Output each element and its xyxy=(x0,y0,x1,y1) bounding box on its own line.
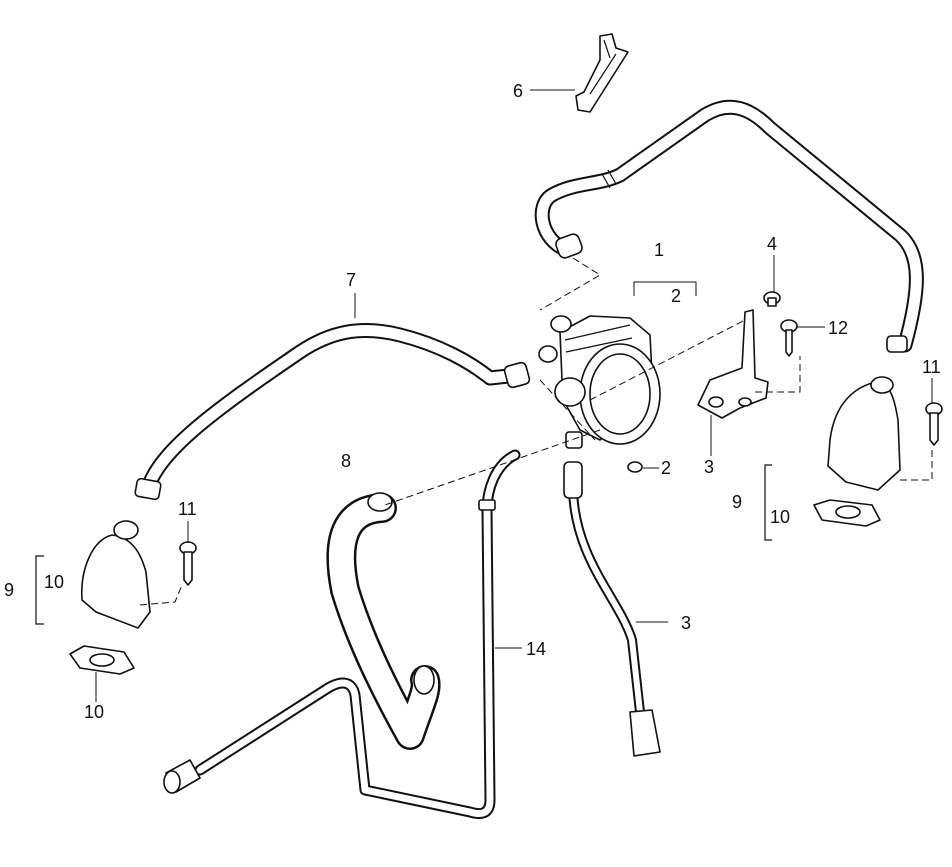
callout-1: 1 xyxy=(654,240,664,260)
callout-6: 6 xyxy=(513,81,523,101)
hose-3-lower xyxy=(563,461,661,757)
callout-14: 14 xyxy=(526,639,546,659)
callout-10-left-upper: 10 xyxy=(44,572,64,592)
bolt-11-left xyxy=(179,541,197,586)
elbow-fitting-left xyxy=(69,520,151,675)
hose-top-right xyxy=(534,99,924,353)
callout-10-right: 10 xyxy=(770,507,790,527)
callout-12: 12 xyxy=(828,318,848,338)
elbow-fitting-right xyxy=(813,376,901,527)
bolt-11-right xyxy=(925,402,943,446)
callout-7: 7 xyxy=(346,270,356,290)
callout-2-low: 2 xyxy=(661,458,671,478)
hose-7 xyxy=(134,323,531,501)
bolt-12 xyxy=(780,319,798,357)
group-bracket-9-right xyxy=(764,464,772,541)
hose-8 xyxy=(326,492,441,750)
valve-assembly xyxy=(538,315,661,449)
callout-10-left-lower: 10 xyxy=(84,702,104,722)
bracket-3 xyxy=(697,309,769,419)
part-6-clip xyxy=(575,33,629,113)
callout-3-bracket: 3 xyxy=(704,457,714,477)
callout-9-right: 9 xyxy=(732,492,742,512)
group-bracket-9-left xyxy=(35,555,44,625)
leader-lines xyxy=(95,89,933,702)
callout-3-hose: 3 xyxy=(681,613,691,633)
hose-14 xyxy=(163,449,521,819)
callout-11-right: 11 xyxy=(922,357,941,377)
callout-4: 4 xyxy=(767,234,777,254)
assembly-lines xyxy=(139,257,933,606)
callout-11-left: 11 xyxy=(178,499,197,519)
callout-2-top: 2 xyxy=(671,286,681,306)
callout-9-left: 9 xyxy=(4,580,14,600)
bolt-4 xyxy=(763,291,781,307)
washer-2 xyxy=(627,461,643,473)
callout-8: 8 xyxy=(341,451,351,471)
